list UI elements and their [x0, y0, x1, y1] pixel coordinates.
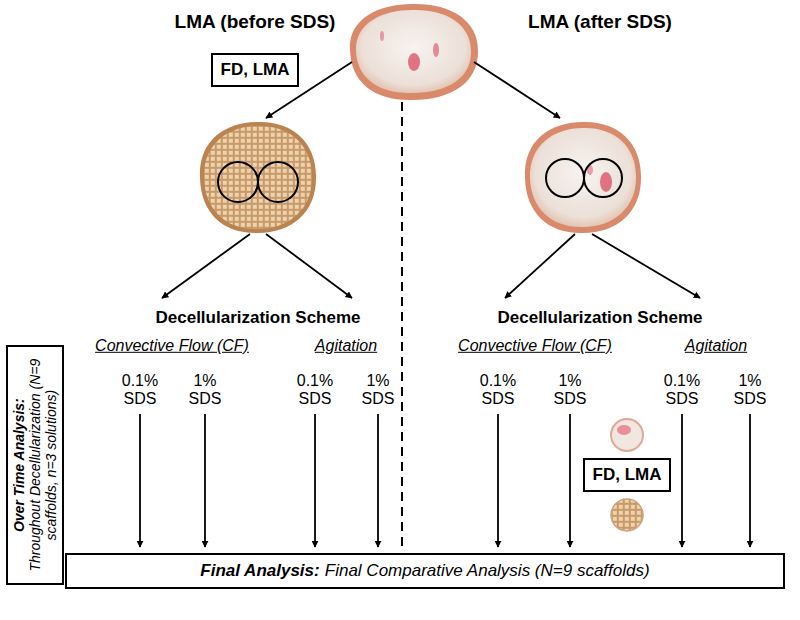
flow-arrow [569, 414, 571, 547]
solution-label: 1% SDS [554, 372, 587, 409]
flow-arrow [204, 414, 206, 547]
band-heading: Over Time Analysis: [11, 351, 27, 579]
tissue-photo [350, 4, 478, 100]
flow-arrow [139, 414, 141, 547]
method-heading: Convective Flow (CF) [95, 337, 249, 355]
method-heading: Convective Flow (CF) [458, 337, 612, 355]
box-label: FD, LMA [221, 60, 290, 80]
band-heading: Final Analysis: [200, 561, 319, 580]
flow-arrow [266, 234, 352, 298]
flow-arrow [497, 414, 499, 547]
solution-label: 0.1% SDS [664, 372, 700, 409]
flow-arrow [505, 234, 575, 298]
analysis-band: Over Time Analysis:Throughout Decellular… [6, 345, 64, 585]
analysis-band: Final Analysis: Final Comparative Analysi… [65, 553, 785, 589]
band-body: Final Comparative Analysis (N=9 scaffold… [325, 561, 650, 580]
flow-arrow [592, 234, 700, 298]
solution-label: 1% SDS [189, 372, 222, 409]
freeze-dried-disc [611, 499, 643, 531]
solution-label: 0.1% SDS [122, 372, 158, 409]
solution-label: 0.1% SDS [297, 372, 333, 409]
rotated-text: Over Time Analysis:Throughout Decellular… [11, 351, 59, 579]
flow-arrow [681, 414, 683, 547]
solution-label: 1% SDS [734, 372, 767, 409]
divider-line [401, 102, 403, 548]
flow-arrow [474, 62, 560, 118]
arrows [140, 62, 750, 547]
scheme-heading: Decellularization Scheme [497, 308, 702, 328]
panel-title: LMA (before SDS) [175, 11, 336, 33]
box-label: FD, LMA [593, 465, 662, 485]
solution-label: 1% SDS [362, 372, 395, 409]
method-heading: Agitation [315, 337, 377, 355]
scheme-heading: Decellularization Scheme [155, 308, 360, 328]
flow-arrow [162, 234, 250, 298]
flow-arrow [377, 414, 379, 547]
freeze-dried-photo [200, 122, 316, 233]
band-body: Throughout Decellularization (N=9 scaffo… [27, 351, 59, 579]
sample-disc [611, 419, 643, 451]
process-box: FD, LMA [583, 458, 672, 492]
flow-arrow [314, 414, 316, 547]
method-heading: Agitation [685, 337, 747, 355]
panel-title: LMA (after SDS) [528, 11, 672, 33]
solution-label: 0.1% SDS [480, 372, 516, 409]
tissue-photo [525, 122, 641, 233]
flow-arrow [749, 414, 751, 547]
process-box: FD, LMA [211, 53, 300, 87]
